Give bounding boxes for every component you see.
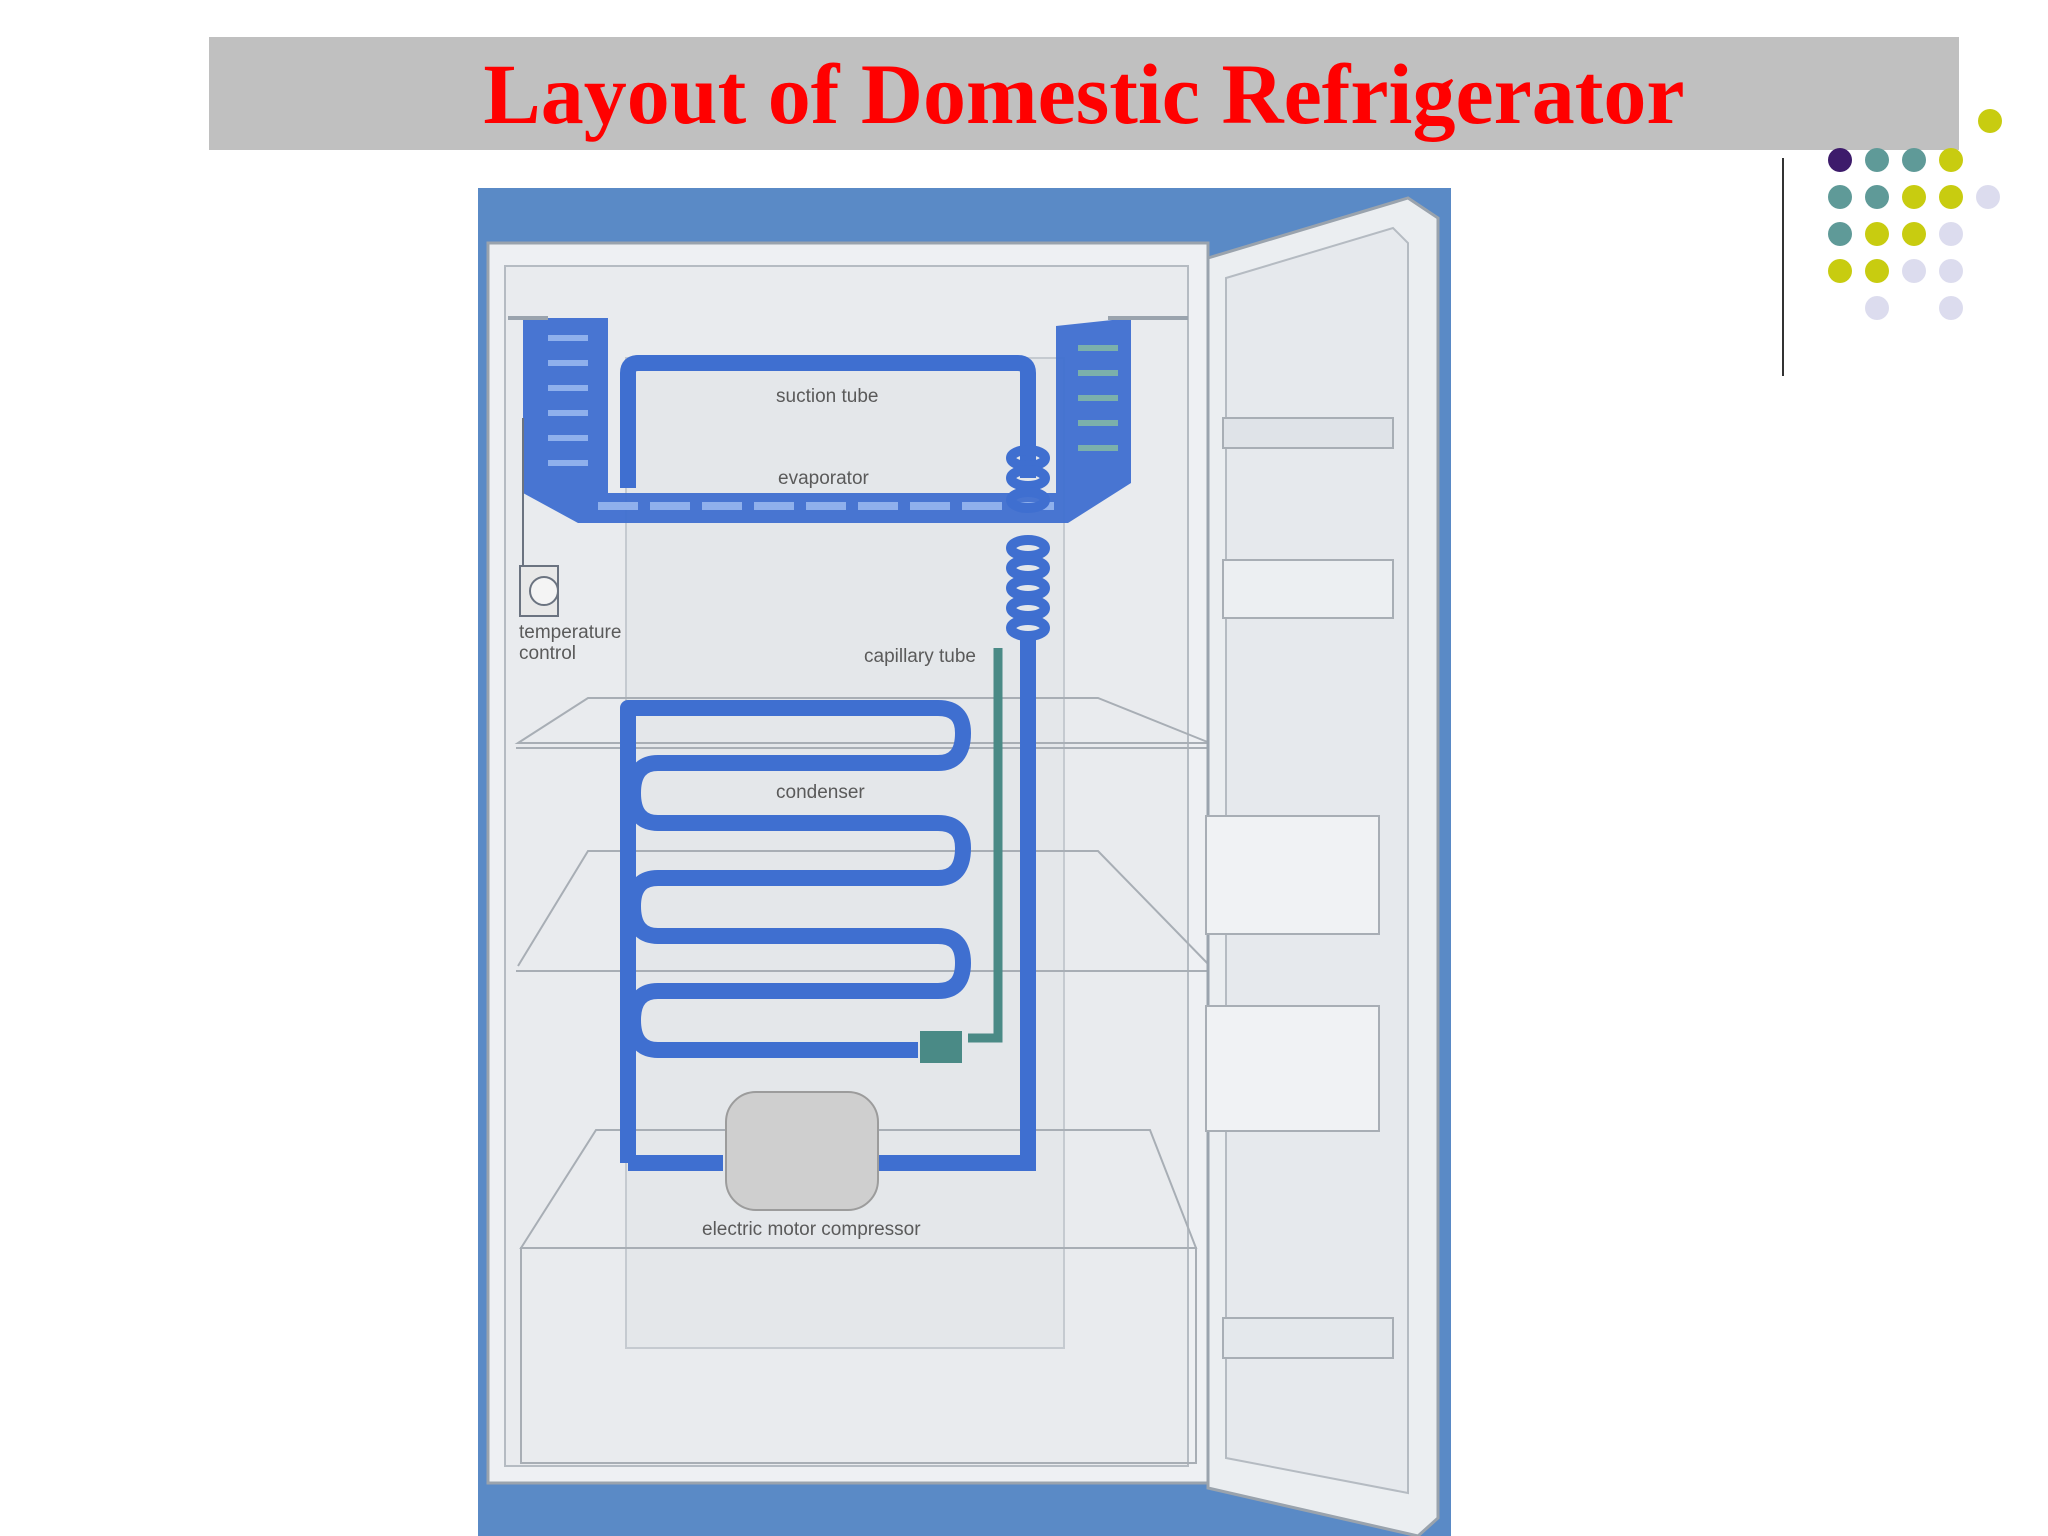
decorative-dot bbox=[1865, 296, 1889, 320]
decorative-dot bbox=[1902, 259, 1926, 283]
decorative-dot bbox=[1939, 296, 1963, 320]
decorative-dot bbox=[1902, 222, 1926, 246]
evaporator-left-coil bbox=[548, 335, 588, 466]
label-condenser: condenser bbox=[776, 782, 865, 803]
label-capillary-tube: capillary tube bbox=[864, 646, 976, 667]
label-control: control bbox=[519, 643, 577, 664]
freezer-shelf-left bbox=[508, 316, 548, 320]
crisper-drawer bbox=[519, 1129, 1198, 1464]
title-bar: Layout of Domestic Refrigerator bbox=[209, 37, 1959, 150]
refrigerator-door bbox=[1205, 196, 1440, 1536]
decorative-dot bbox=[1902, 148, 1926, 172]
temperature-control-unit bbox=[519, 418, 559, 617]
decorative-dot bbox=[1939, 259, 1963, 283]
evaporator-right-coil bbox=[1078, 345, 1118, 451]
decorative-dot bbox=[1865, 259, 1889, 283]
decorative-dot bbox=[1865, 148, 1889, 172]
decorative-dot bbox=[1902, 185, 1926, 209]
decorative-dot bbox=[1865, 222, 1889, 246]
condenser-coil bbox=[620, 700, 971, 1163]
decorative-dot bbox=[1828, 185, 1852, 209]
label-suction-tube: suction tube bbox=[776, 386, 879, 407]
freezer-shelf-right bbox=[1108, 316, 1188, 320]
suction-tube-path bbox=[620, 355, 1036, 488]
filter-drier bbox=[920, 1031, 962, 1063]
compressor-body bbox=[725, 1091, 879, 1211]
decorative-dot bbox=[1939, 222, 1963, 246]
decorative-dot bbox=[1865, 185, 1889, 209]
decorative-dot bbox=[1828, 148, 1852, 172]
refrigerator-illustration bbox=[478, 188, 1451, 1536]
refrigerator-diagram: suction tube evaporator temperature cont… bbox=[478, 188, 1451, 1536]
label-compressor: electric motor compressor bbox=[702, 1219, 921, 1240]
decorative-dot bbox=[1828, 259, 1852, 283]
decorative-dot bbox=[1976, 185, 2000, 209]
decorative-dot bbox=[1828, 222, 1852, 246]
decorative-dot-grid bbox=[1782, 109, 2002, 376]
suction-return-line bbox=[878, 638, 1036, 1171]
slide-title: Layout of Domestic Refrigerator bbox=[483, 45, 1685, 142]
decorative-dot bbox=[1939, 185, 1963, 209]
capillary-coil bbox=[1006, 445, 1050, 641]
label-temperature: temperature bbox=[519, 622, 622, 643]
capillary-tube-path bbox=[968, 648, 1003, 1043]
decorative-dot bbox=[1939, 148, 1963, 172]
decorative-dot bbox=[1978, 109, 2002, 133]
label-evaporator: evaporator bbox=[778, 468, 869, 489]
